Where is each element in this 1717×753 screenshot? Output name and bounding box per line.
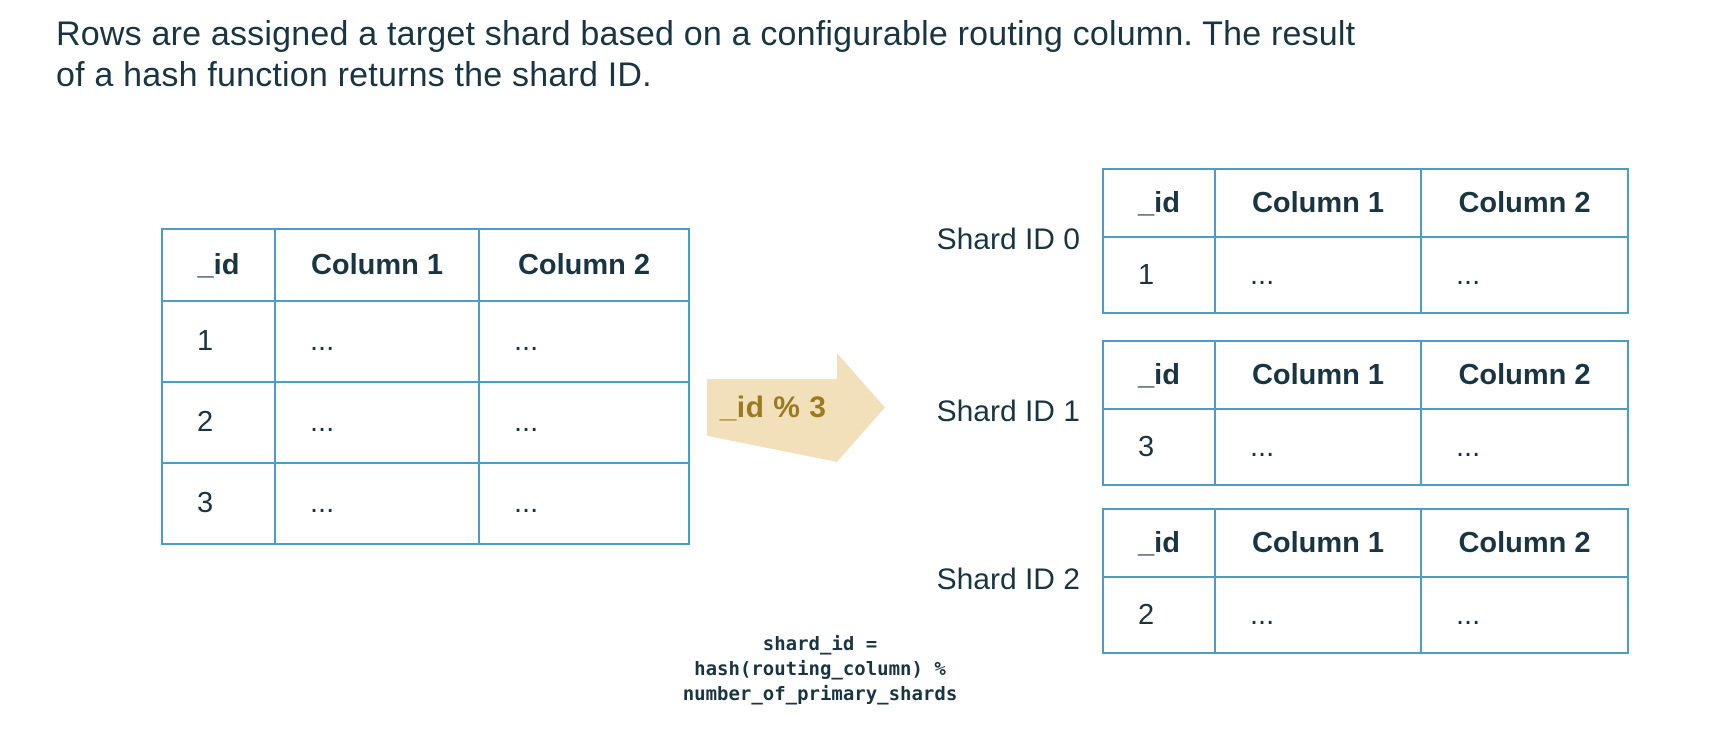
shard-header-id: _id <box>1102 340 1216 410</box>
cell-column1: ... <box>274 300 480 383</box>
cell-id: 3 <box>1102 408 1216 486</box>
shard-header-column1: Column 1 <box>1214 340 1422 410</box>
shard-2-header-row: _id Column 1 Column 2 <box>1102 508 1629 578</box>
shard-1-row: 3 ... ... <box>1102 408 1629 486</box>
shard-0-table: _id Column 1 Column 2 1 ... ... <box>1102 168 1629 314</box>
shard-header-column2: Column 2 <box>1420 168 1629 238</box>
cell-id: 3 <box>161 462 276 545</box>
cell-column1: ... <box>1214 576 1422 654</box>
source-header-id: _id <box>161 228 276 302</box>
shard-formula-code: shard_id = hash(routing_column) % number… <box>682 633 958 705</box>
source-table-row: 2 ... ... <box>161 381 690 464</box>
cell-column2: ... <box>478 462 690 545</box>
cell-id: 1 <box>161 300 276 383</box>
cell-column2: ... <box>478 300 690 383</box>
routing-arrow-label: _id % 3 <box>719 390 827 424</box>
shard-1-header-row: _id Column 1 Column 2 <box>1102 340 1629 410</box>
source-table: _id Column 1 Column 2 1 ... ... 2 ... ..… <box>161 228 690 545</box>
cell-column2: ... <box>1420 236 1629 314</box>
shard-header-column2: Column 2 <box>1420 508 1629 578</box>
cell-column1: ... <box>1214 236 1422 314</box>
shard-1-table: _id Column 1 Column 2 3 ... ... <box>1102 340 1629 486</box>
page-title: Rows are assigned a target shard based o… <box>56 14 1355 96</box>
cell-id: 2 <box>161 381 276 464</box>
page-title-line1: Rows are assigned a target shard based o… <box>56 15 1356 53</box>
source-table-header-row: _id Column 1 Column 2 <box>161 228 690 302</box>
shard-header-column1: Column 1 <box>1214 508 1422 578</box>
source-table-row: 1 ... ... <box>161 300 690 383</box>
cell-column1: ... <box>274 381 480 464</box>
cell-column1: ... <box>1214 408 1422 486</box>
shard-2-label: Shard ID 2 <box>936 563 1080 596</box>
shard-header-column1: Column 1 <box>1214 168 1422 238</box>
shard-2-row: 2 ... ... <box>1102 576 1629 654</box>
shard-header-id: _id <box>1102 508 1216 578</box>
routing-arrow: _id % 3 <box>707 353 885 462</box>
shard-header-id: _id <box>1102 168 1216 238</box>
cell-column2: ... <box>1420 576 1629 654</box>
shard-1-label: Shard ID 1 <box>936 395 1080 428</box>
cell-column2: ... <box>478 381 690 464</box>
cell-id: 1 <box>1102 236 1216 314</box>
cell-id: 2 <box>1102 576 1216 654</box>
shard-0-label: Shard ID 0 <box>936 223 1080 256</box>
source-header-column1: Column 1 <box>274 228 480 302</box>
cell-column2: ... <box>1420 408 1629 486</box>
shard-header-column2: Column 2 <box>1420 340 1629 410</box>
source-table-row: 3 ... ... <box>161 462 690 545</box>
shard-0-header-row: _id Column 1 Column 2 <box>1102 168 1629 238</box>
source-header-column2: Column 2 <box>478 228 690 302</box>
shard-0-row: 1 ... ... <box>1102 236 1629 314</box>
page-title-line2: of a hash function returns the shard ID. <box>56 56 652 94</box>
shard-2-table: _id Column 1 Column 2 2 ... ... <box>1102 508 1629 654</box>
cell-column1: ... <box>274 462 480 545</box>
